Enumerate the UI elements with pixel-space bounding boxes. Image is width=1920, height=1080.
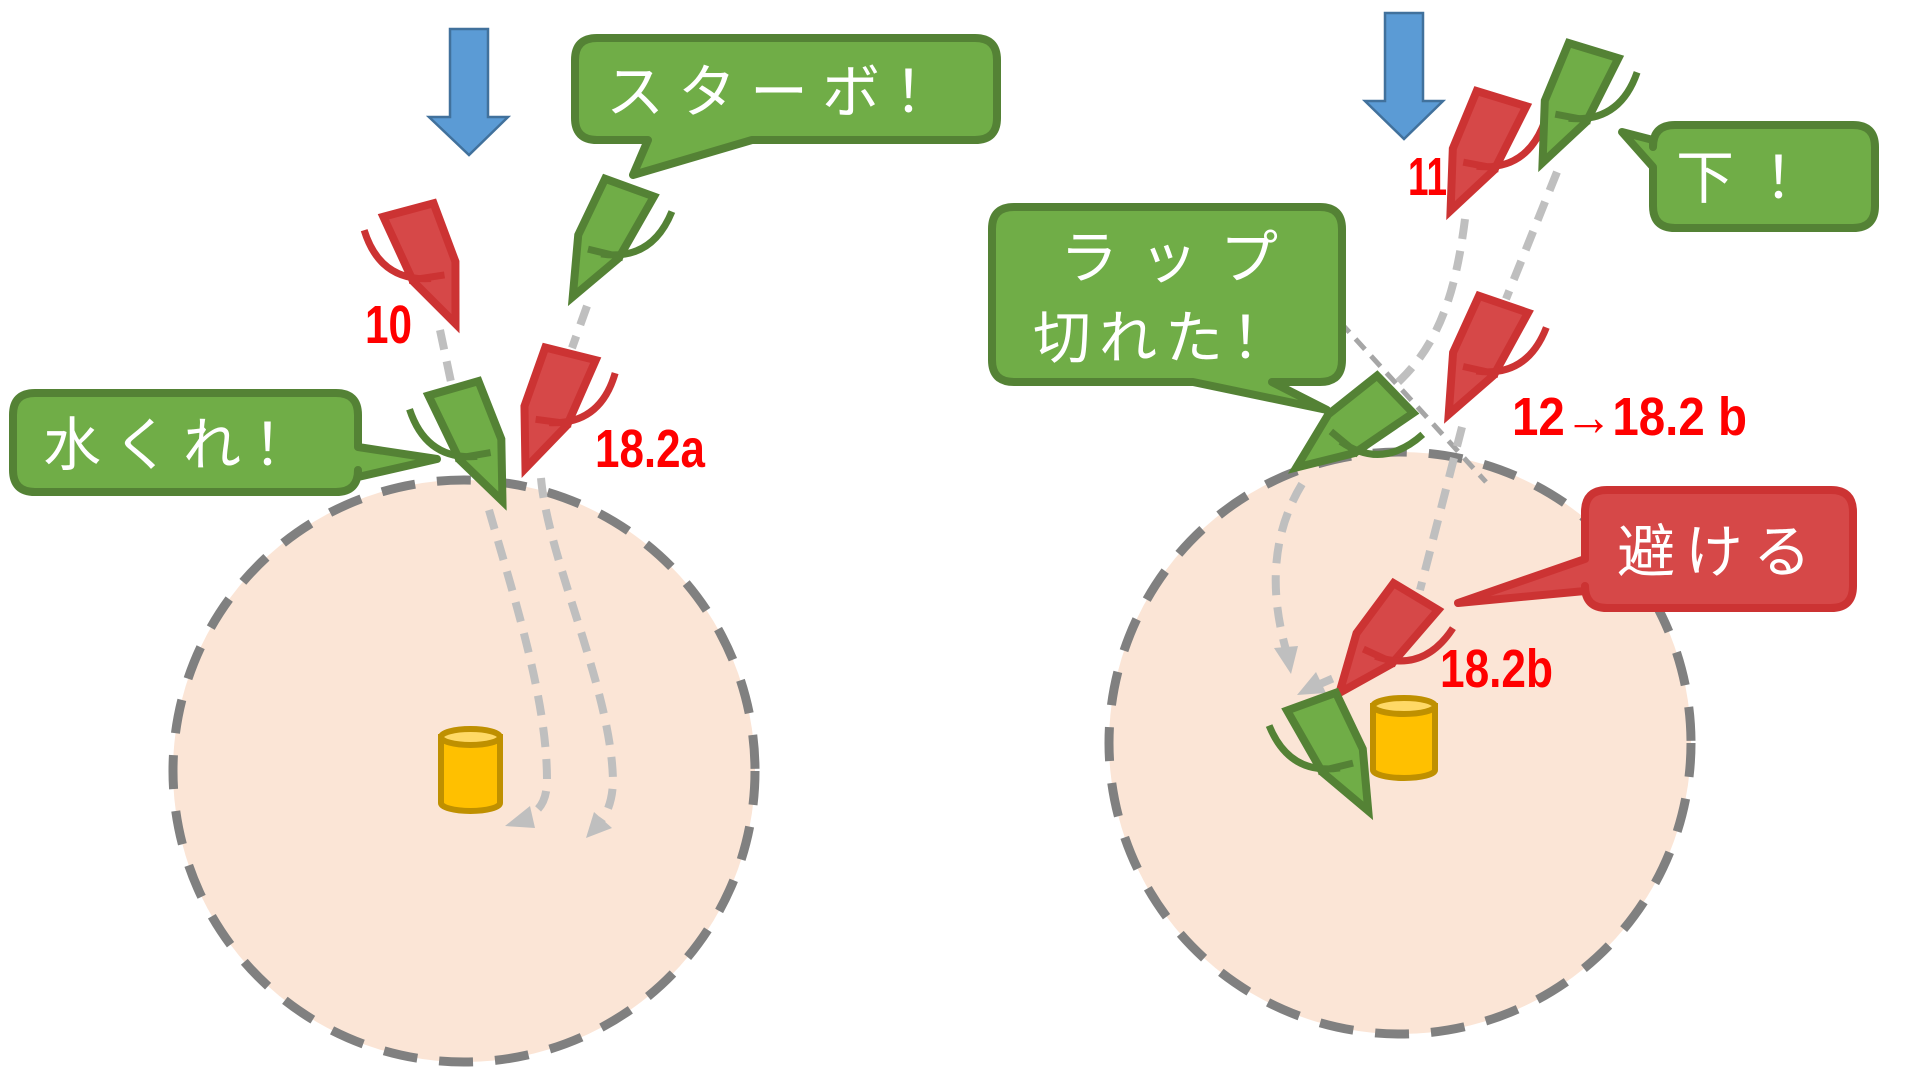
speech-bubble-water: 水くれ！ [9,389,441,496]
boat-label: 11 [1408,147,1447,207]
left-scene: スターボ！ 水くれ！ 10 18.2a [9,27,1001,1067]
course-path [568,304,591,350]
cylinder-mark-icon [1370,695,1438,781]
sailboat-green-leeward [1527,41,1639,181]
speech-bubble-starboard: スターボ！ [571,34,1001,179]
path-arrowhead-icon [505,806,535,828]
path-arrowhead-icon [1274,646,1298,674]
wind-arrow-down-icon [425,27,512,157]
sailboat-green-starboard [558,177,675,319]
right-scene: ラップ 切れた！ 下！ 避ける 11 12→18.2 b 18.2b [988,11,1879,1039]
boat-label: 18.2a [595,419,706,479]
course-path [436,329,455,383]
bubble-text: 切れた！ [1033,304,1297,372]
path-arrowhead-icon [1297,672,1326,695]
course-path [1416,426,1466,591]
speech-bubble-avoid: 避ける [1454,486,1857,612]
layline [1338,320,1488,484]
cylinder-mark-icon [438,726,503,814]
course-path-green [485,508,552,820]
speech-bubble-leeward: 下！ [1618,121,1879,232]
bubble-text: 下！ [1676,144,1852,212]
speech-bubble-overlap-broken: ラップ 切れた！ [988,203,1346,414]
bubble-text: 水くれ！ [43,411,323,479]
boat-label: 12→18.2 b [1512,387,1747,447]
boat-label: 18.2b [1440,639,1553,699]
wind-arrow-down-icon [1361,11,1447,141]
boat-label: 10 [365,295,412,355]
course-path [1502,170,1561,301]
path-arrowhead-icon [586,812,612,838]
bubble-text: ラップ [1060,224,1300,292]
course-path [1392,218,1469,388]
course-path-red [537,477,618,825]
bubble-text: スターボ！ [606,58,966,126]
bubble-text: 避ける [1617,518,1821,586]
sailboat-red-11 [1435,89,1547,229]
